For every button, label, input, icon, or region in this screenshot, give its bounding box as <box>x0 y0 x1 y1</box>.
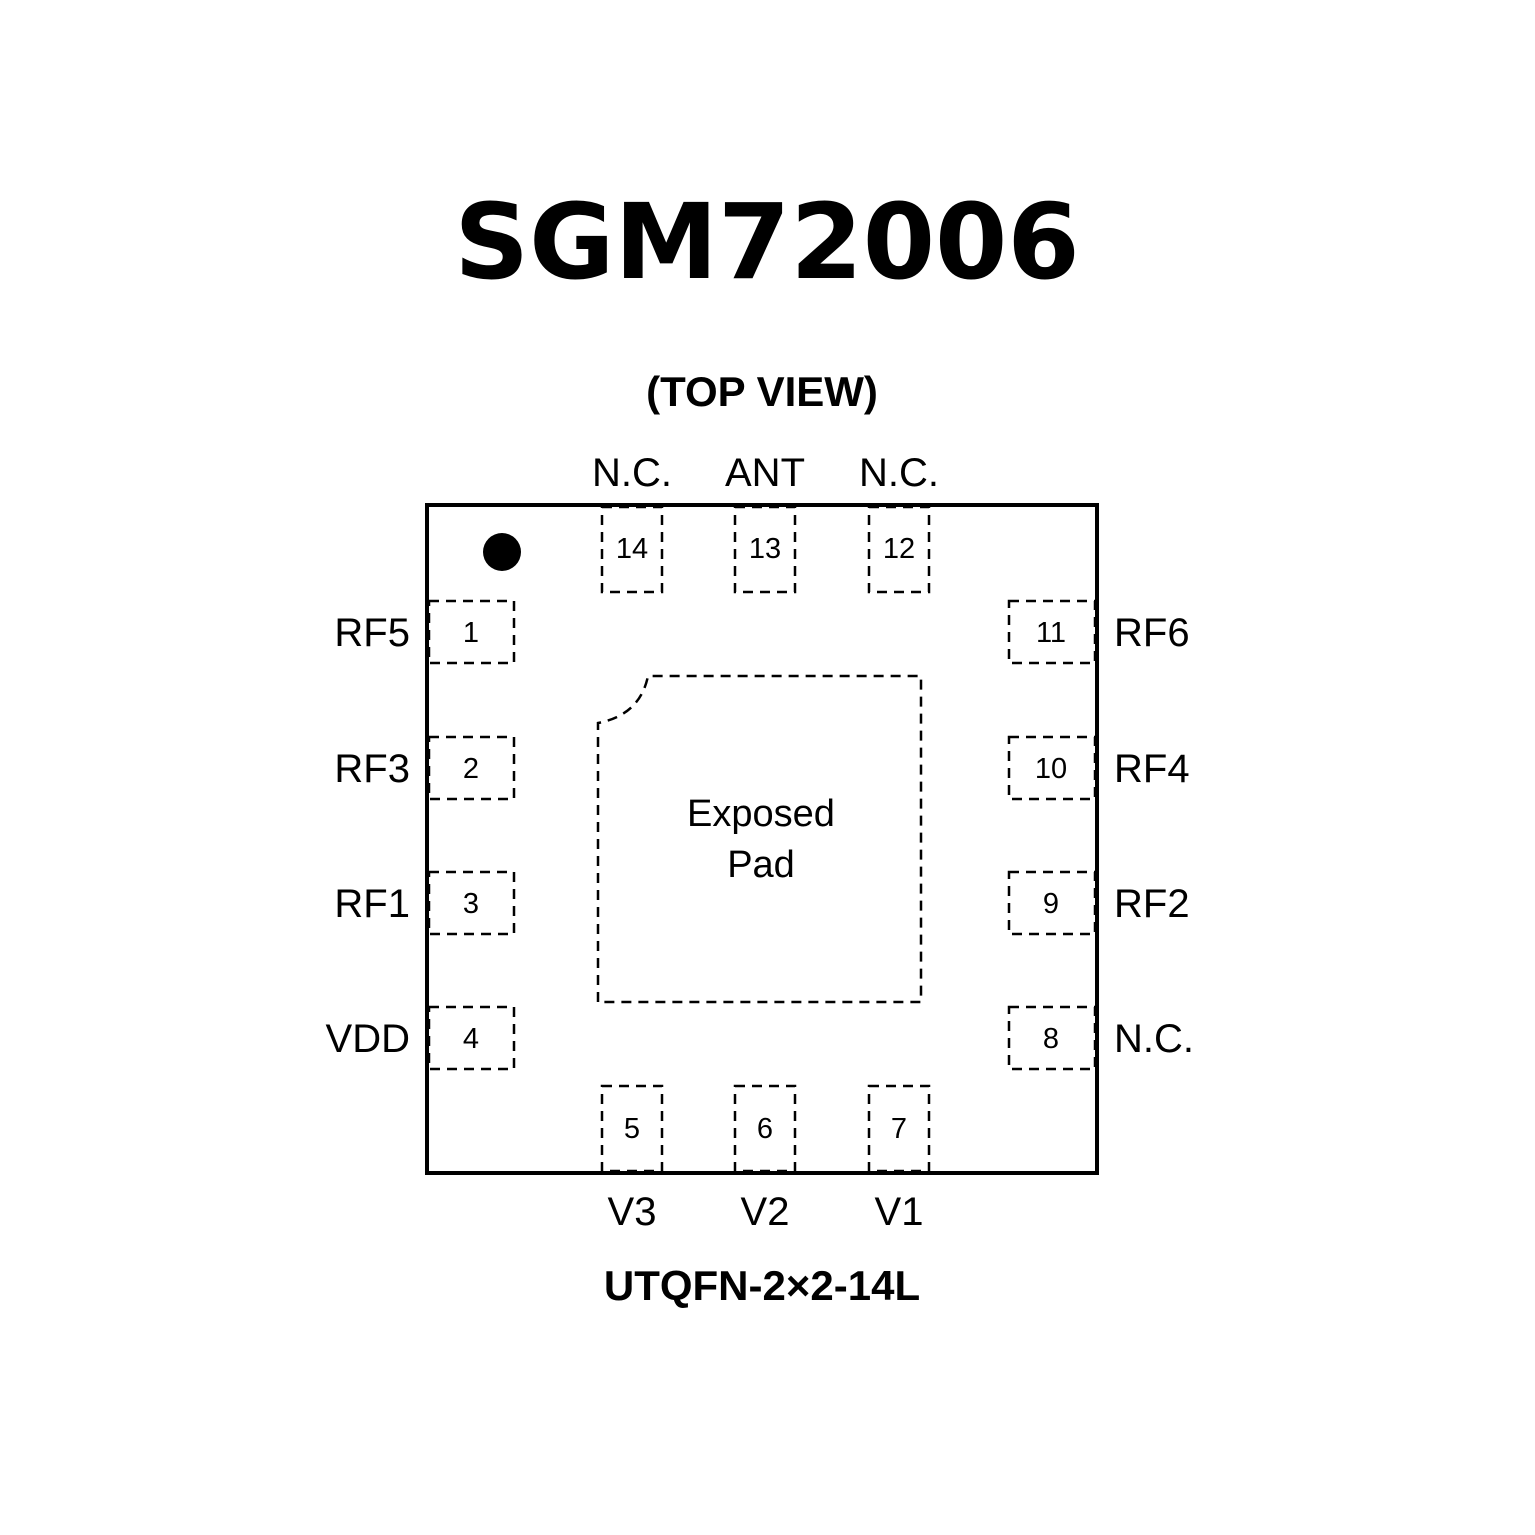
pin-13: 13 ANT <box>725 451 805 594</box>
pin-6: 6V2 <box>733 1084 797 1234</box>
pin-number: 10 <box>1035 753 1067 785</box>
pin-name: RF1 <box>334 882 410 926</box>
pin-11: 11 RF6 <box>1007 599 1190 665</box>
pin-number: 6 <box>757 1113 773 1145</box>
pin-name: N.C. <box>1114 1017 1194 1061</box>
pin-name: V1 <box>875 1190 924 1234</box>
pin-number: 7 <box>891 1113 907 1145</box>
pin-pad-7 <box>867 1084 931 1173</box>
pin-pad-10 <box>1007 735 1097 801</box>
pin-7: 7V1 <box>867 1084 931 1234</box>
pin-name: RF2 <box>1114 882 1190 926</box>
pin-number: 3 <box>463 888 479 920</box>
pin-pad-12 <box>867 505 931 594</box>
pin-number: 11 <box>1036 617 1066 649</box>
pin-name: RF4 <box>1114 747 1190 791</box>
pin-14: 14 N.C. <box>592 451 672 594</box>
pin-number: 8 <box>1043 1023 1059 1055</box>
pin-number: 14 <box>616 533 648 565</box>
pin-pad-4 <box>427 1005 516 1071</box>
pin-12: 12 N.C. <box>859 451 939 594</box>
exposed-pad-label-line1: Exposed <box>687 793 835 835</box>
pin-number: 13 <box>749 533 781 565</box>
pin-name: V2 <box>741 1190 790 1234</box>
pin-name: V3 <box>608 1190 657 1234</box>
pin-3: 3 RF1 <box>334 870 516 936</box>
pin-number: 9 <box>1043 888 1059 920</box>
pin-pad-1 <box>427 599 516 665</box>
pin1-indicator-dot-icon <box>483 533 521 571</box>
pin-pad-5 <box>600 1084 664 1173</box>
pin-2: 2 RF3 <box>334 735 516 801</box>
pin-name: ANT <box>725 451 805 495</box>
pin-8: 8 N.C. <box>1007 1005 1194 1071</box>
chip-title: SGM72006 <box>454 181 1080 303</box>
exposed-pad-label-line2: Pad <box>727 844 795 886</box>
pin-pad-13 <box>733 505 797 594</box>
pin-pad-11 <box>1007 599 1097 665</box>
pin-10: 10 RF4 <box>1007 735 1190 801</box>
pin-4: 4 VDD <box>326 1005 516 1071</box>
pin-number: 5 <box>624 1113 640 1145</box>
pin-pad-14 <box>600 505 664 594</box>
pin-name: VDD <box>326 1017 410 1061</box>
view-label: (TOP VIEW) <box>646 368 878 415</box>
pin-pad-8 <box>1007 1005 1097 1071</box>
pin-name: RF3 <box>334 747 410 791</box>
package-label: UTQFN-2×2-14L <box>604 1262 920 1309</box>
pin-name: N.C. <box>859 451 939 495</box>
pin-1: 1 RF5 <box>334 599 516 665</box>
pin-pad-2 <box>427 735 516 801</box>
pin-9: 9 RF2 <box>1007 870 1190 936</box>
pin-number: 1 <box>463 617 479 649</box>
pin-name: RF6 <box>1114 611 1190 655</box>
pin-number: 12 <box>883 533 915 565</box>
pin-5: 5V3 <box>600 1084 664 1234</box>
pin-pad-6 <box>733 1084 797 1173</box>
package-body <box>425 503 1099 1175</box>
pin-pad-3 <box>427 870 516 936</box>
exposed-pad <box>596 674 923 1004</box>
pin-name: RF5 <box>334 611 410 655</box>
pin-number: 2 <box>463 753 479 785</box>
pin-number: 4 <box>463 1023 479 1055</box>
pin-name: N.C. <box>592 451 672 495</box>
pin-pad-9 <box>1007 870 1097 936</box>
